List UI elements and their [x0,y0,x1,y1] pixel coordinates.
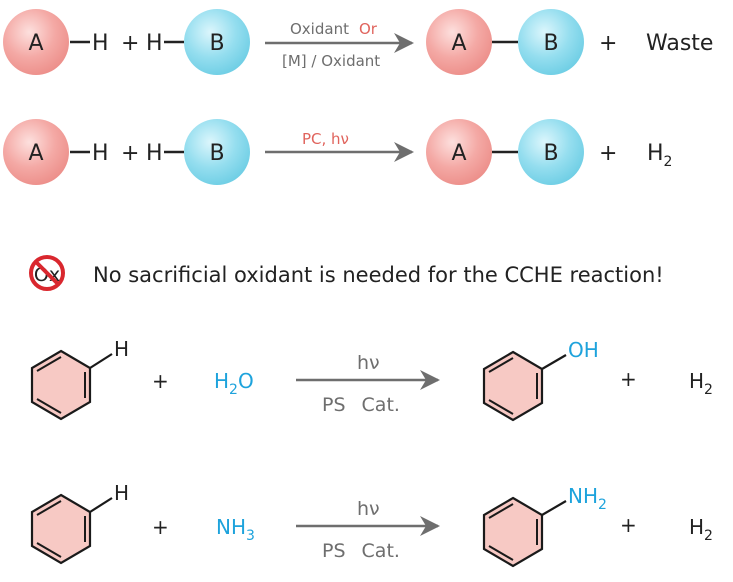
byproduct-h2: H2 [647,141,672,170]
condition-top: PC, hν [302,130,349,148]
product-sphere-a-label: A [451,141,466,166]
plus-sign: + [620,513,637,537]
product-sphere-b [518,9,584,75]
h-atom: H [146,141,163,166]
plus-sign: + [152,515,169,539]
product-sphere-a-label: A [451,31,466,56]
reagent-ammonia: NH3 [216,515,255,544]
h-atom: H [92,141,109,166]
condition-top: hν [357,352,380,374]
sphere-a [3,119,69,185]
reaction-2: A H + H B PC, hν A B + H2 [3,119,672,185]
no-oxidant-note: Ox No sacrificial oxidant is needed for … [29,255,664,291]
note-text: No sacrificial oxidant is needed for the… [93,263,664,287]
sphere-b-label: B [209,141,224,166]
h-atom: H [146,31,163,56]
plus-sign: + [121,141,139,166]
no-oxidant-icon: Ox [29,255,65,291]
benzene-ring [30,493,113,565]
aniline-ring [482,496,567,568]
plus-sign: + [620,367,637,391]
sphere-b [184,119,250,185]
product-sphere-b [518,119,584,185]
sphere-a-label: A [28,31,43,56]
byproduct-h2: H2 [689,369,713,398]
plus-sign: + [121,31,139,56]
amino-group: NH2 [568,484,607,513]
plus-sign: + [152,369,169,393]
condition-bottom: [M] / Oxidant [282,52,380,70]
product-sphere-a [426,119,492,185]
product-sphere-b-label: B [543,141,558,166]
condition-top: hν [357,498,380,520]
sphere-b-label: B [209,31,224,56]
plus-sign: + [599,31,617,56]
sphere-a [3,9,69,75]
phenol-ring [482,350,567,422]
hydroxyl-group: OH [568,338,599,362]
reagent-water: H2O [214,369,254,398]
sphere-b [184,9,250,75]
substrate-h: H [114,481,129,505]
benzene-ring [30,349,113,421]
h-atom: H [92,31,109,56]
sphere-a-label: A [28,141,43,166]
byproduct-h2: H2 [689,515,713,544]
plus-sign: + [599,141,617,166]
product-sphere-b-label: B [543,31,558,56]
byproduct-waste: Waste [646,31,713,56]
product-sphere-a [426,9,492,75]
substrate-h: H [114,337,129,361]
